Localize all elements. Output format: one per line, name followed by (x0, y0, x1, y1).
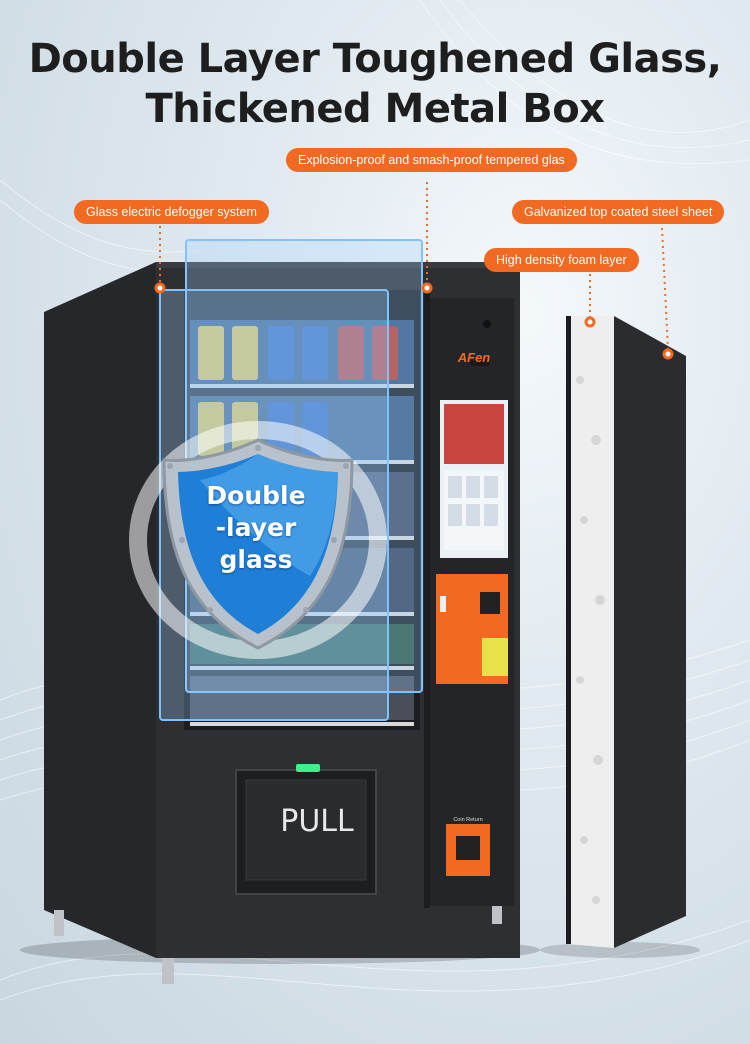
coin-return-label: Coin Return (453, 817, 483, 823)
callout-defogger: Glass electric defogger system (74, 200, 269, 224)
shield-text: Double -layer glass (186, 480, 326, 576)
brand-logo: AFen (457, 350, 491, 365)
callout-tempered-glass: Explosion-proof and smash-proof tempered… (286, 148, 577, 172)
pull-label: PULL (280, 804, 354, 839)
headline-line-2: Thickened Metal Box (145, 86, 605, 132)
double-layer-glass-shield-icon (129, 421, 387, 659)
headline-line-1: Double Layer Toughened Glass, (28, 36, 722, 82)
headline: Double Layer Toughened Glass, Thickened … (0, 34, 750, 134)
shield-line-2: -layer (215, 513, 297, 542)
shield-line-3: glass (219, 545, 293, 574)
callout-steel-sheet: Galvanized top coated steel sheet (512, 200, 725, 224)
shield-line-1: Double (206, 481, 306, 510)
callout-foam-layer: High density foam layer (484, 248, 639, 272)
